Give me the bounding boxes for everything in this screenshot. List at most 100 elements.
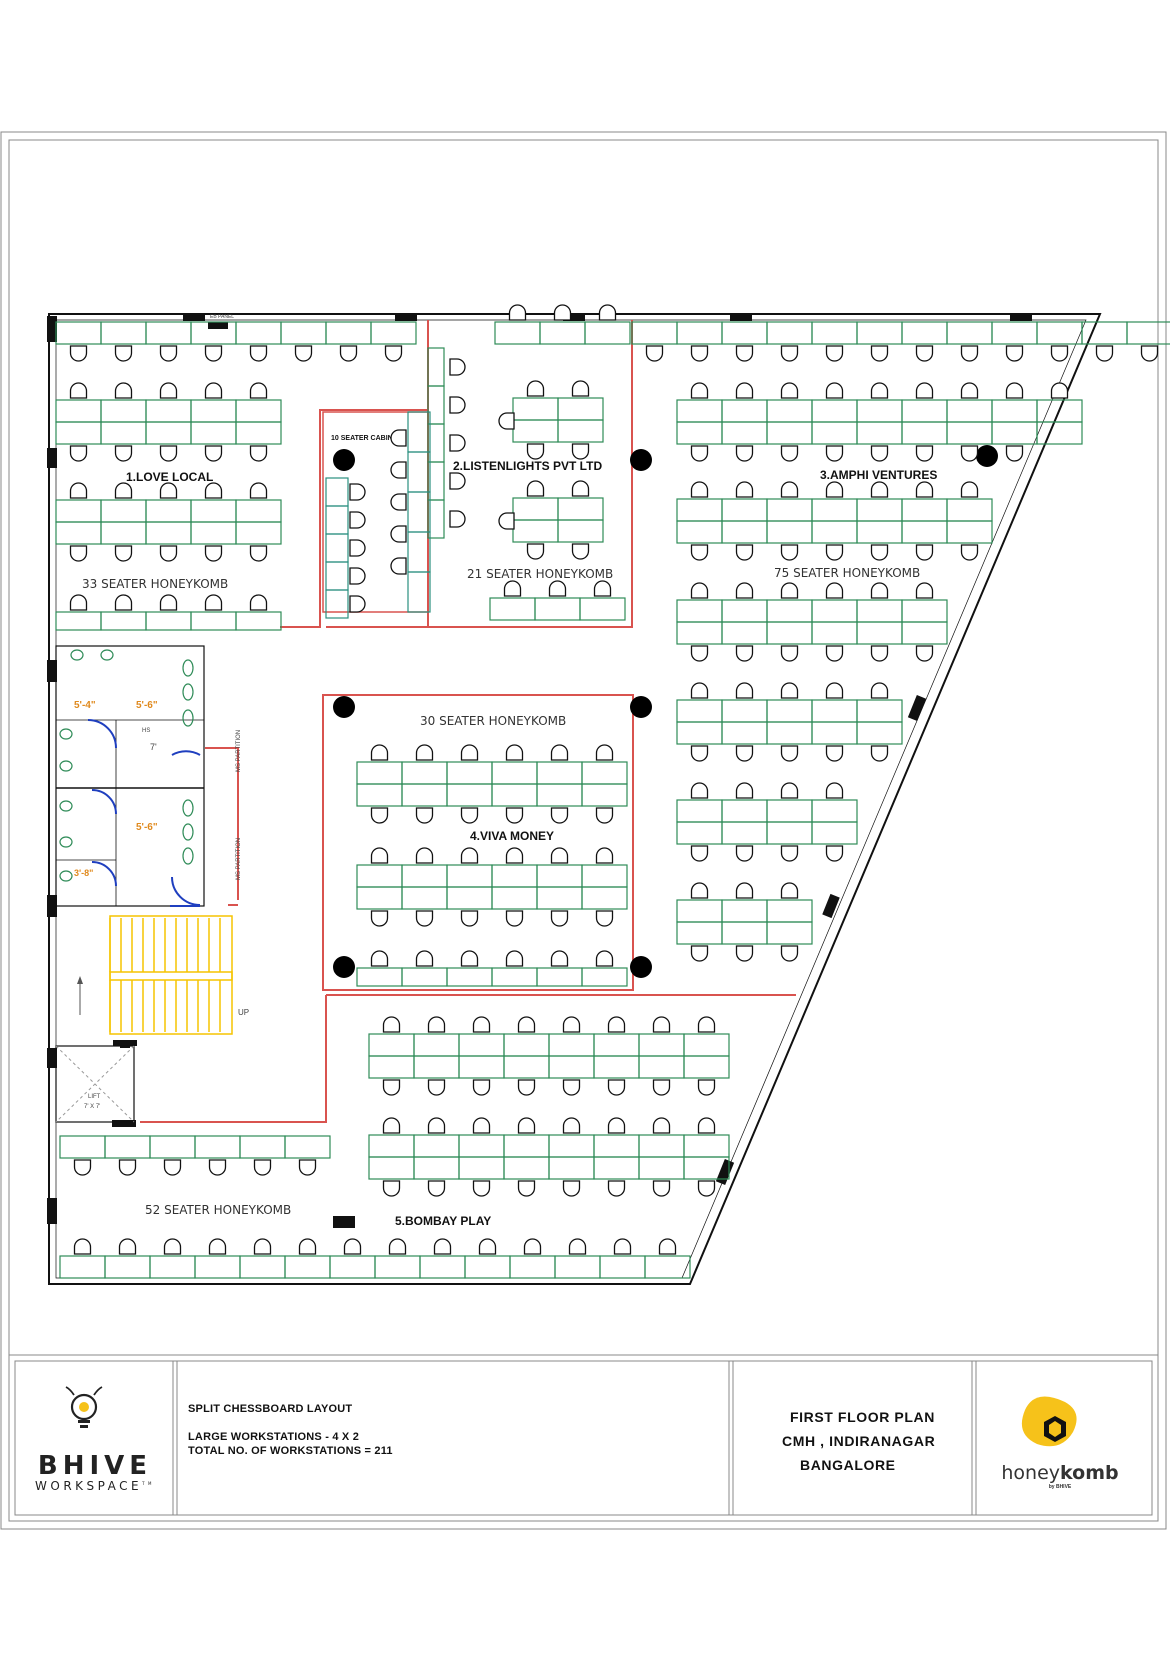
chair (553, 304, 572, 321)
chair (568, 1238, 587, 1255)
site-city: BANGALORE (800, 1457, 896, 1473)
workstation-desk (721, 721, 768, 745)
workstations (55, 304, 1170, 1279)
workstation-desk (721, 899, 768, 923)
chair (550, 807, 569, 824)
chair (697, 1117, 716, 1134)
cabin-desk (407, 451, 431, 493)
workstation-desk (368, 1033, 415, 1057)
chair (735, 345, 754, 362)
chair (204, 482, 223, 499)
workstation-desk (766, 799, 813, 823)
drawing-title: FIRST FLOOR PLAN (790, 1409, 935, 1425)
chair (690, 945, 709, 962)
workstation-desk (901, 621, 948, 645)
workstation-desk (55, 499, 102, 523)
chair (870, 544, 889, 561)
workstation-desk (766, 899, 813, 923)
workstation-desk (856, 621, 903, 645)
workstation-desk (557, 397, 604, 421)
lift-size-label: 7' X 7' (84, 1104, 100, 1110)
workstation-desk (581, 761, 628, 785)
workstation-desk (676, 699, 723, 723)
workstation-desk (413, 1156, 460, 1180)
chair (498, 512, 515, 530)
workstation-desk (811, 699, 858, 723)
chair (472, 1117, 491, 1134)
chair (607, 1180, 626, 1197)
cabin-desk (325, 505, 349, 535)
workstation-desk (579, 597, 626, 621)
chair (370, 910, 389, 927)
workstation-desk (539, 321, 586, 345)
bhive-logo: BHIVE WORKSPACETM (20, 1385, 170, 1493)
chair (69, 382, 88, 399)
project-info: FIRST FLOOR PLAN CMH , INDIRANAGAR BANGA… (745, 1405, 955, 1477)
workstation-desk (458, 1033, 505, 1057)
dim-label-4: 5'-6" (136, 822, 158, 833)
workstation-desk (509, 1255, 556, 1279)
chair (870, 481, 889, 498)
chair (382, 1079, 401, 1096)
chair (433, 1238, 452, 1255)
workstation-desk (581, 886, 628, 910)
workstation-desk (55, 521, 102, 545)
workstation-desk (536, 761, 583, 785)
chair (427, 1016, 446, 1033)
workstation-desk (55, 611, 102, 631)
workstation-desk (811, 399, 858, 423)
column (333, 696, 355, 718)
chair (73, 1159, 92, 1176)
chair (498, 412, 515, 430)
workstation-desk (446, 967, 493, 987)
chair (114, 382, 133, 399)
chair (780, 445, 799, 462)
columns (333, 445, 998, 978)
cabin-desk (325, 477, 349, 507)
workstation-desk (100, 321, 147, 345)
honeykomb-sub: by BHIVE (1048, 1484, 1072, 1490)
partition-viva-money (322, 694, 634, 991)
workstation-desk (491, 864, 538, 888)
workstation-desk (458, 1055, 505, 1079)
honeykomb-logo: honeykomb by BHIVE (990, 1398, 1130, 1490)
chair (690, 345, 709, 362)
chair (735, 481, 754, 498)
chair (825, 544, 844, 561)
workstation-desk (991, 421, 1038, 445)
workstation-desk (413, 1055, 460, 1079)
chair (382, 1180, 401, 1197)
workstation-desk (856, 498, 903, 522)
chair (159, 482, 178, 499)
chair (159, 594, 178, 611)
workstation-desk (676, 721, 723, 745)
workstation-desk (856, 321, 903, 345)
chair (915, 645, 934, 662)
chair (915, 481, 934, 498)
workstation-desk (811, 821, 858, 845)
workstation-desk (235, 521, 282, 545)
workstation-desk (413, 1033, 460, 1057)
dim-label-5: 3'-8" (74, 868, 93, 878)
cabin-10-seater: 10 SEATER CABIN (322, 411, 429, 613)
workstation-desk (901, 321, 948, 345)
workstation-desk (946, 520, 993, 544)
chair (870, 645, 889, 662)
room-capacity-love-local: 33 SEATER HONEYKOMB (82, 577, 228, 591)
chair (825, 845, 844, 862)
workstation-desk (464, 1255, 511, 1279)
workstation-desk (766, 399, 813, 423)
workstation-desk (419, 1255, 466, 1279)
chair (690, 544, 709, 561)
workstation-desk (55, 421, 102, 445)
workstation-desk (811, 321, 858, 345)
workstation-desk (145, 421, 192, 445)
chair (253, 1159, 272, 1176)
chair (382, 1117, 401, 1134)
workstation-desk (194, 1255, 241, 1279)
chair (562, 1117, 581, 1134)
workstation-desk (593, 1156, 640, 1180)
chair (204, 345, 223, 362)
chair (384, 345, 403, 362)
chair (780, 481, 799, 498)
